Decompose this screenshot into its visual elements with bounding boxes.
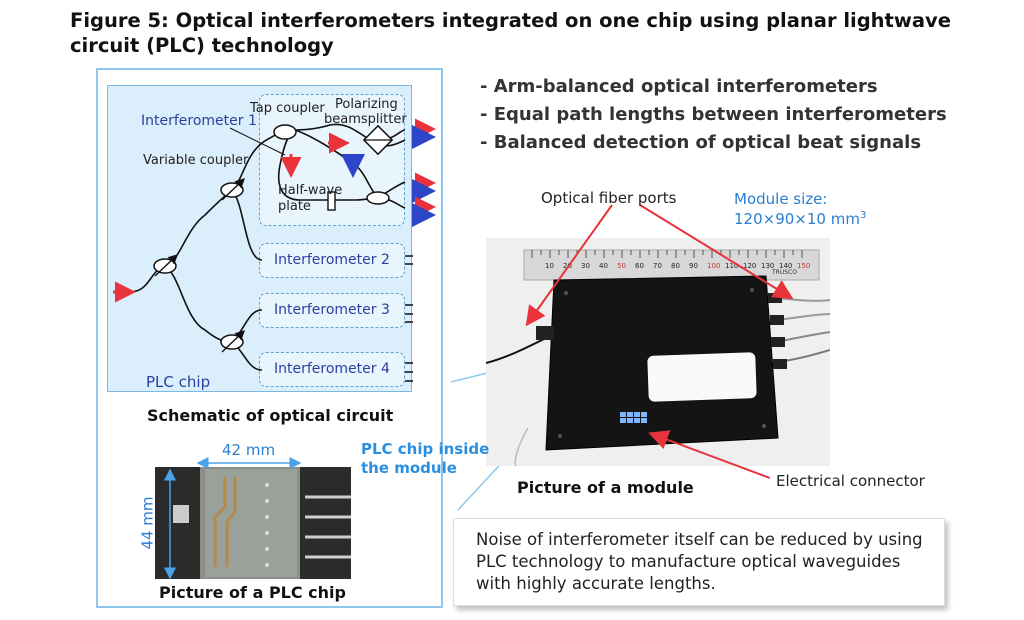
note-box: Noise of interferometer itself can be re… [453,518,945,606]
note-text: Noise of interferometer itself can be re… [476,530,923,593]
module-size-label-line2: 120×90×10 mm3 [734,210,866,228]
bullet-3: - Balanced detection of optical beat sig… [480,132,922,153]
interferometer-4-label: Interferometer 4 [274,361,390,377]
plc-picture-caption: Picture of a PLC chip [159,583,346,602]
plc-inside-label-line1: PLC chip inside [361,440,490,458]
ruler-tick-label: 150 [797,262,810,270]
plc-height-label: 44 mm [138,496,157,550]
module-size-label-line1: Module size: [734,190,828,208]
figure-title: Figure 5: Optical interferometers integr… [70,9,951,57]
electrical-connector-label: Electrical connector [776,472,925,490]
plc-chip-label: PLC chip [146,373,211,391]
interferometer-2-label: Interferometer 2 [274,252,390,268]
module-caption: Picture of a module [517,478,694,497]
fiber-ports-label: Optical fiber ports [541,189,677,207]
interferometer-1-label: Interferometer 1 [141,113,257,129]
interferometer-2-box [259,243,405,278]
plc-width-label: 42 mm [222,441,276,459]
plc-chip-photo [155,467,351,579]
module-size-value: 120×90×10 mm [734,210,860,228]
half-wave-label-line1: Half-wave [278,183,343,198]
schematic-caption: Schematic of optical circuit [147,406,394,425]
variable-coupler-label: Variable coupler [143,153,249,168]
half-wave-label-line2: plate [278,199,311,214]
interferometer-3-box [259,293,405,328]
ruler-tick-label: 50 [617,262,626,270]
bullet-2: - Equal path lengths between interferome… [480,104,947,125]
bullet-1: - Arm-balanced optical interferometers [480,76,878,97]
interferometer-3-label: Interferometer 3 [274,302,390,318]
polarizing-label-line2: beamsplitter [324,112,407,127]
plc-chip-illustration [155,467,351,579]
interferometer-4-box [259,352,405,387]
ruler-tick-label: 60 [635,262,644,270]
polarizing-label-line1: Polarizing [335,97,398,112]
tap-coupler-label: Tap coupler [250,101,325,116]
module-size-exponent: 3 [859,210,867,221]
plc-inside-label-line2: the module [361,459,457,477]
